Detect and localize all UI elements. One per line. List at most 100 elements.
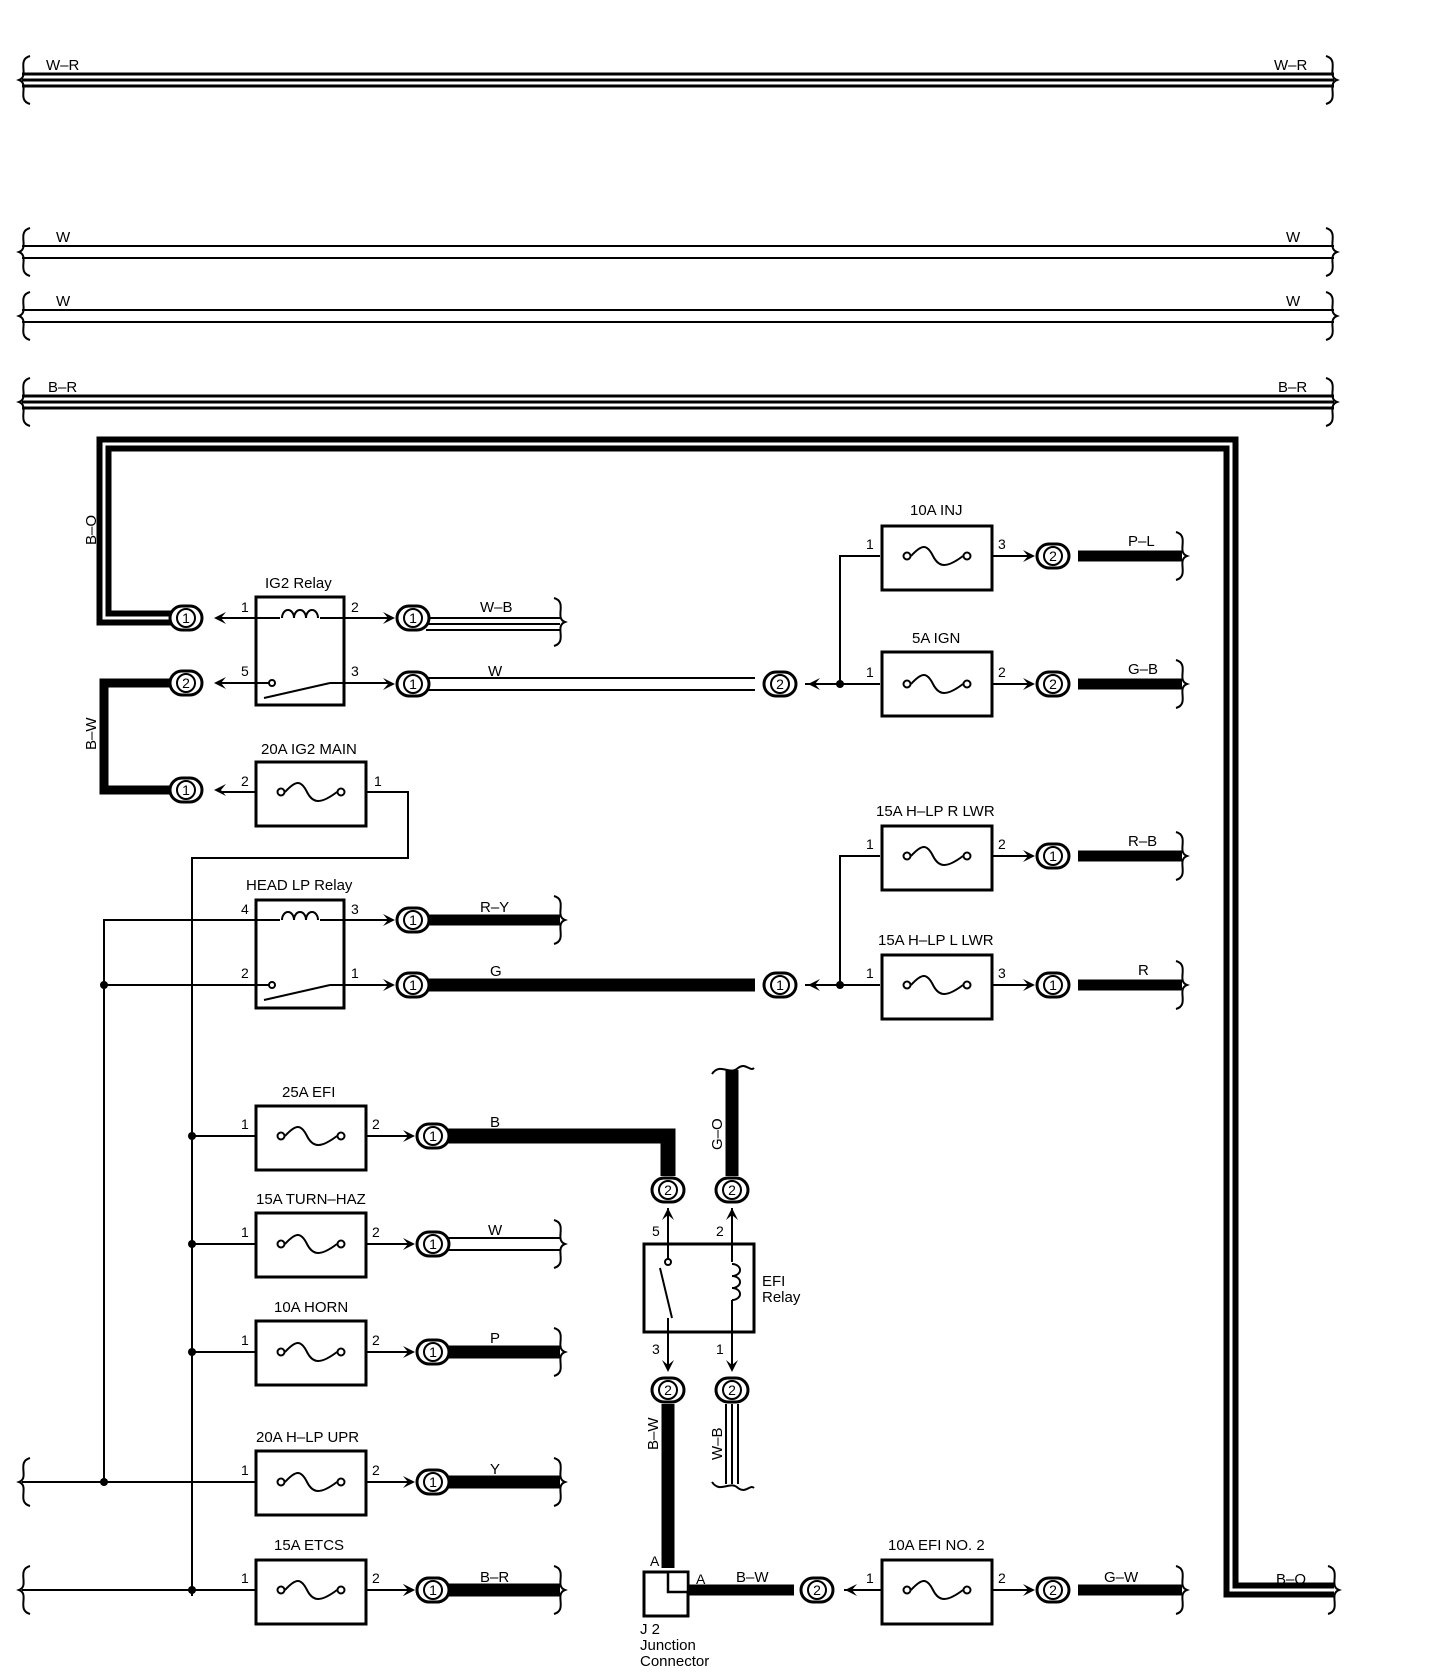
wire-color-label: W (488, 1222, 503, 1239)
wire-color-label: B–W (83, 717, 100, 750)
fuse-name: 10A INJ (910, 502, 963, 519)
head-lp-relay: HEAD LP Relay 4 3 2 1 (100, 877, 390, 1482)
wire-color-label: B–O (83, 515, 100, 545)
bus-wire-label-right: W (1286, 229, 1301, 246)
fuse-name: 10A HORN (274, 1299, 348, 1316)
wire-color-label: B–R (480, 1569, 509, 1586)
wire-connector: 1 (403, 1122, 451, 1150)
connector-number: 2 (776, 676, 784, 692)
fuse-efi: 25A EFI 1 2 B (188, 1084, 676, 1176)
fuse-pin: 1 (866, 836, 874, 852)
b-o-feed-wire: B–O B–O (83, 436, 1340, 1615)
junction-pin: A (696, 1571, 706, 1587)
wire-connector: 1 (1023, 842, 1071, 870)
efi-relay: EFI Relay 5 2 3 1 (642, 1208, 801, 1370)
relay-switch-icon (263, 682, 331, 699)
wire-connector: 1 (762, 971, 820, 999)
connector-number: 1 (1049, 848, 1057, 864)
wire-connector: 1 (403, 1338, 451, 1366)
relay-pin: 3 (351, 901, 359, 917)
fuse-pin: 1 (241, 1224, 249, 1240)
fuse-name: 10A EFI NO. 2 (888, 1537, 985, 1554)
fuse-pin: 2 (372, 1116, 380, 1132)
fuse-pin: 2 (241, 773, 249, 789)
connector-number: 2 (728, 1382, 736, 1398)
wire-color-label: B–W (645, 1417, 662, 1450)
fuse-name: 5A IGN (912, 630, 960, 647)
connector-number: 2 (182, 675, 190, 691)
fuse-name: 15A TURN–HAZ (256, 1191, 366, 1208)
relay-pin: 3 (652, 1341, 660, 1357)
relay-pin: 2 (716, 1223, 724, 1239)
fuse-turn-haz: 15A TURN–HAZ 1 2 W (188, 1191, 566, 1279)
wire-color-label: G–W (1104, 1569, 1139, 1586)
connector-number: 2 (1049, 676, 1057, 692)
fuse-horn: 10A HORN 1 2 P (188, 1299, 566, 1387)
wire-connector: 1 (403, 1468, 451, 1496)
g-o-vertical-wire: G–O (709, 1065, 755, 1176)
fuse-pin: 1 (241, 1332, 249, 1348)
fuse-pin: 1 (374, 773, 382, 789)
connector-number: 1 (429, 1344, 437, 1360)
wire-connector: 1 (383, 971, 431, 999)
relay-pin: 2 (351, 599, 359, 615)
fuse-name: 20A H–LP UPR (256, 1429, 359, 1446)
fuse-hlp-l-lwr: 15A H–LP L LWR 1 3 R (866, 932, 1188, 1021)
wire-connector: 2 (1023, 1576, 1071, 1604)
fuse-pin: 1 (866, 536, 874, 552)
relay-pin: 2 (241, 965, 249, 981)
bus-wire-w-2: W W (18, 291, 1338, 341)
wire-connector: 2 (650, 1176, 686, 1220)
connector-number: 1 (429, 1582, 437, 1598)
wire-color-label: R (1138, 962, 1149, 979)
ig2-output-wb: W–B (426, 597, 566, 647)
connector-number: 1 (182, 782, 190, 798)
wire-connector: 1 (168, 604, 226, 632)
wire-connector: 2 (1023, 542, 1071, 570)
ig2-output-w: W (426, 555, 880, 691)
wire-connector: 1 (403, 1576, 451, 1604)
w-b-vertical-wire: W–B (709, 1404, 755, 1491)
head-output-g: G (426, 855, 880, 992)
wire-color-label: R–Y (480, 899, 509, 916)
connector-arrow-icon (214, 784, 226, 796)
wire-color-label: G–B (1128, 661, 1158, 678)
connector-number: 1 (409, 977, 417, 993)
relay-pin: 4 (241, 901, 249, 917)
bus-wire-label-left: W (56, 293, 71, 310)
wire-color-label: B (490, 1114, 500, 1131)
wire-color-label: G (490, 963, 502, 980)
fuse-pin: 1 (866, 965, 874, 981)
connector-number: 1 (776, 977, 784, 993)
fuse-pin: 2 (998, 1570, 1006, 1586)
relay-name: IG2 Relay (265, 575, 332, 592)
bus-wire-label-right: B–R (1278, 379, 1307, 396)
connector-number: 2 (813, 1582, 821, 1598)
wire-connector: 1 (383, 604, 431, 632)
ig2-relay: IG2 Relay 1 2 5 3 (220, 575, 390, 707)
fuse-ign: 5A IGN 1 2 G–B (866, 630, 1188, 718)
fuse-name: 15A H–LP L LWR (878, 932, 994, 949)
wire-connector: 2 (168, 669, 226, 697)
connector-number: 2 (728, 1182, 736, 1198)
wire-connector: 2 (1023, 670, 1071, 698)
fuse-pin: 2 (372, 1224, 380, 1240)
fuse-pin: 3 (998, 536, 1006, 552)
wire-connector: 2 (714, 1176, 750, 1220)
bus-wire-w-1: W W (18, 227, 1338, 277)
fuse-ig2-main: 20A IG2 MAIN 2 1 (191, 741, 409, 1596)
wire-color-label: P (490, 1330, 500, 1347)
connector-number: 1 (429, 1236, 437, 1252)
fuse-hlp-upr: 20A H–LP UPR 1 2 Y (18, 1429, 566, 1517)
b-w-loop-wire: B–W (83, 678, 172, 795)
bus-wire-wr: W–R W–R (18, 55, 1338, 105)
connector-number: 1 (182, 610, 190, 626)
relay-switch-icon (263, 984, 331, 1001)
connector-number: 1 (409, 676, 417, 692)
connector-number: 2 (664, 1182, 672, 1198)
fuse-pin: 2 (372, 1570, 380, 1586)
bus-wire-label-left: B–R (48, 379, 77, 396)
relay-pin: 1 (716, 1341, 724, 1357)
fuse-pin: 1 (241, 1116, 249, 1132)
